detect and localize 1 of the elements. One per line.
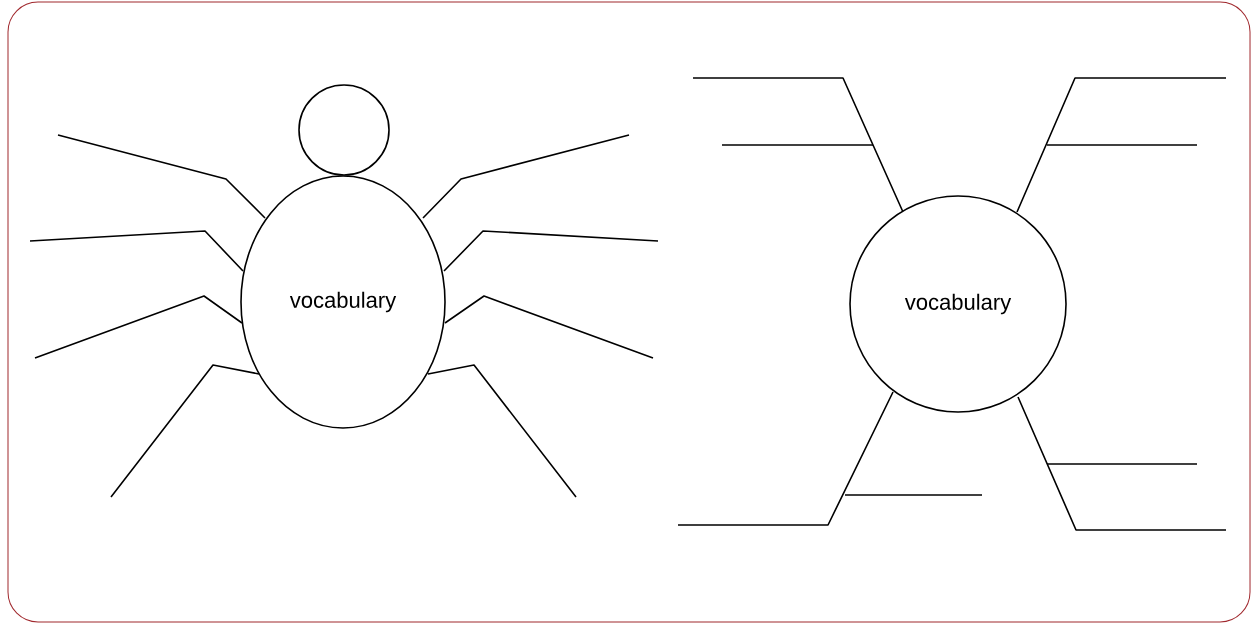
head-circle	[298, 84, 390, 176]
